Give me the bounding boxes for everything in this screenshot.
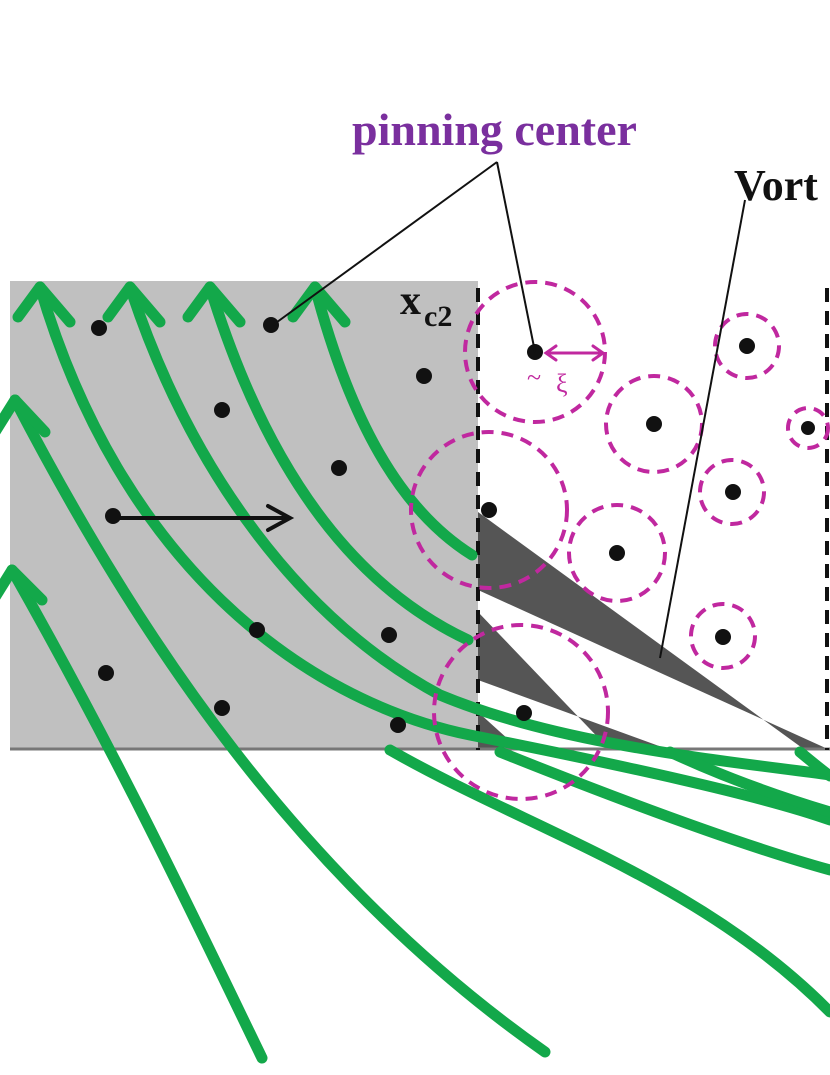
field-line bbox=[794, 746, 830, 782]
dot bbox=[331, 460, 347, 476]
field-line bbox=[384, 744, 830, 1018]
arrow-head bbox=[266, 504, 295, 532]
dashed-circle-icon bbox=[689, 602, 757, 670]
dashed-circle-icon bbox=[463, 280, 607, 424]
field-line bbox=[204, 281, 474, 646]
dot bbox=[214, 402, 230, 418]
field-line bbox=[6, 564, 268, 1064]
field-line bbox=[494, 746, 830, 876]
dashed-circle-icon bbox=[698, 458, 766, 526]
dashed-circle-icon bbox=[432, 623, 610, 801]
dot bbox=[516, 705, 532, 721]
black-arrow-icon bbox=[111, 504, 295, 532]
dashed-circle-icon bbox=[713, 312, 781, 380]
field-line bbox=[664, 746, 830, 818]
field-line bbox=[9, 394, 551, 1058]
xc2-subscript: c2 bbox=[424, 300, 452, 333]
dot bbox=[725, 484, 741, 500]
xi-arrowhead-right bbox=[591, 344, 606, 362]
field-arrowheads bbox=[0, 281, 351, 606]
field-line bbox=[124, 281, 830, 781]
dashed-circle-icon bbox=[409, 430, 569, 590]
xc2-label: x bbox=[400, 278, 421, 324]
dot bbox=[249, 622, 265, 638]
dot bbox=[801, 421, 815, 435]
dashed-circle-icon bbox=[567, 503, 667, 603]
green-curved-arrow-icon bbox=[182, 281, 246, 328]
vortex-wedge bbox=[478, 612, 670, 750]
tilde-symbol: ~ bbox=[527, 363, 541, 392]
xi-arrowhead-left bbox=[543, 344, 558, 362]
dot bbox=[646, 416, 662, 432]
green-curved-arrow-icon bbox=[102, 281, 166, 328]
dot bbox=[416, 368, 432, 384]
green-curved-arrow-icon bbox=[12, 281, 76, 328]
field-lines bbox=[6, 281, 830, 1064]
dot bbox=[263, 317, 279, 333]
dot bbox=[609, 545, 625, 561]
vortex-leader bbox=[659, 199, 746, 659]
pinning-sites bbox=[409, 280, 830, 801]
pinning-leader bbox=[496, 161, 536, 353]
pinning-leader bbox=[272, 161, 498, 326]
dashed-circle-icon bbox=[604, 374, 704, 474]
dot bbox=[381, 627, 397, 643]
green-curved-arrow-icon bbox=[287, 281, 351, 328]
dot bbox=[98, 665, 114, 681]
dot bbox=[390, 717, 406, 733]
field-line bbox=[309, 281, 478, 561]
vortex-label: Vort bbox=[734, 161, 818, 210]
field-line bbox=[34, 281, 830, 826]
dot bbox=[715, 629, 731, 645]
dot bbox=[481, 502, 497, 518]
pinning-center-label: pinning center bbox=[352, 104, 637, 155]
dot bbox=[91, 320, 107, 336]
dot bbox=[739, 338, 755, 354]
leader-lines bbox=[272, 161, 746, 659]
pinning-dots bbox=[91, 317, 815, 733]
xi-indicator bbox=[543, 344, 606, 362]
dot bbox=[214, 700, 230, 716]
dashed-circle-icon bbox=[786, 406, 830, 450]
green-curved-arrow-icon bbox=[0, 394, 51, 438]
dot bbox=[105, 508, 121, 524]
green-curved-arrow-icon bbox=[0, 564, 48, 606]
xi-symbol: ξ bbox=[556, 369, 568, 398]
